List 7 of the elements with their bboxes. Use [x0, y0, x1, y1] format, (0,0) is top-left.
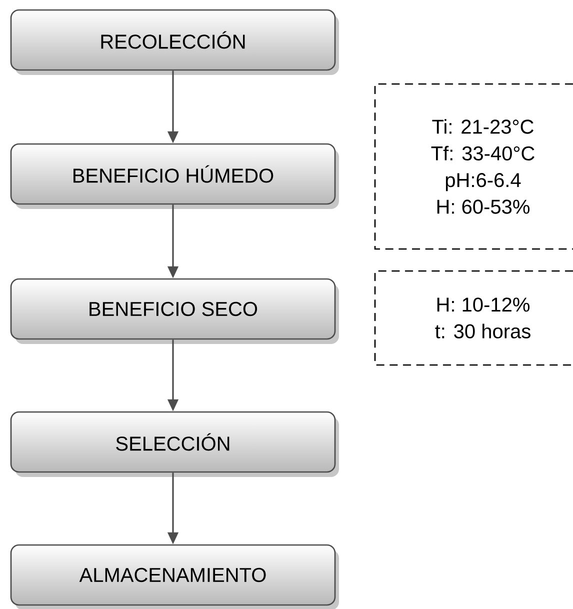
process-box: BENEFICIO SECO [10, 278, 339, 344]
process-box: RECOLECCIÓN [10, 9, 339, 75]
process-box: SELECCIÓN [10, 411, 339, 477]
note-box: Ti: 21-23°C Tf: 33-40°C pH:6-6.4 H: 60-53% [374, 83, 573, 250]
process-box: BENEFICIO HÚMEDO [10, 143, 339, 209]
note-box: H: 10-12% t: 30 horas [374, 270, 573, 366]
process-box: ALMACENAMIENTO [10, 544, 339, 609]
